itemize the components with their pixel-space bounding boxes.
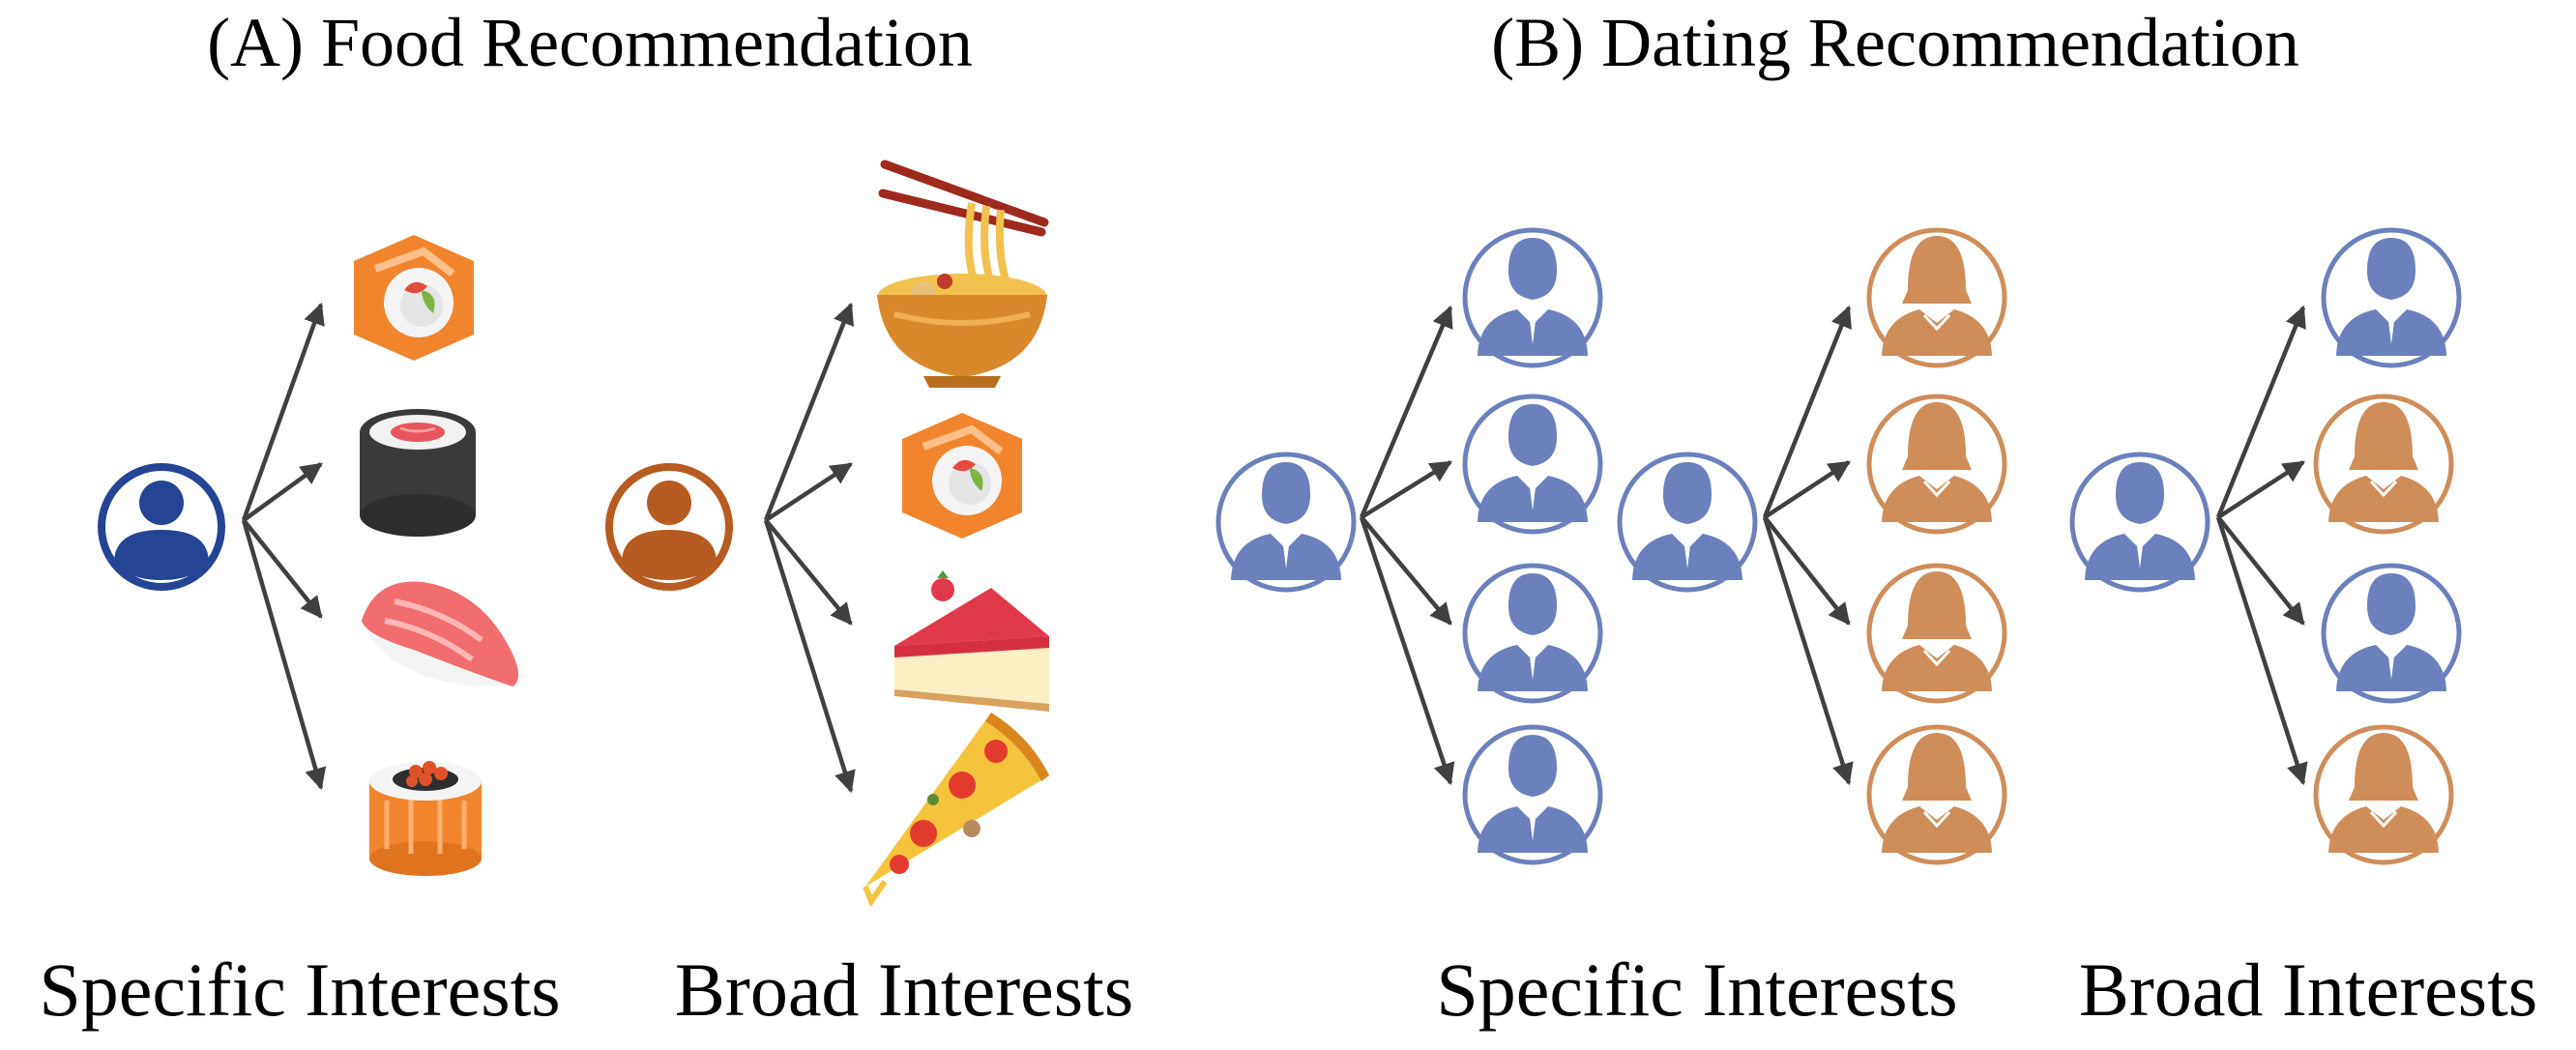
male-user-icon-blue [1462, 227, 1603, 368]
panel-a-caption-broad: Broad Interests [675, 948, 1133, 1032]
female-user-icon-orange [1866, 394, 2007, 535]
male-user-icon-blue [2321, 227, 2462, 368]
noodle-bowl-icon [877, 160, 1049, 388]
male-user-icon-blue [2321, 563, 2462, 704]
male-user-icon-blue [1462, 394, 1603, 535]
roe-roll-icon [369, 761, 482, 876]
female-user-icon-orange [1866, 227, 2007, 368]
pizza-icon [863, 713, 1049, 908]
panel-a-title: (A) Food Recommendation [207, 4, 973, 81]
arrows-broad-dating-mixed [2215, 305, 2308, 786]
male-user-icon-blue [1462, 724, 1603, 865]
arrows-broad-food [763, 302, 856, 794]
salmon-roll-icon [902, 413, 1022, 539]
panel-b-caption-specific: Specific Interests [1436, 948, 1957, 1032]
arrows-specific-food [241, 302, 327, 791]
panel-b-caption-broad: Broad Interests [2079, 948, 2537, 1032]
user-icon-orange [605, 463, 733, 591]
female-user-icon-orange [2313, 394, 2454, 535]
male-user-icon-blue [2069, 452, 2210, 593]
salmon-nigiri-icon [362, 581, 526, 686]
arrows-specific-dating [1359, 305, 1455, 786]
female-user-icon-orange [2313, 724, 2454, 865]
panel-b-title: (B) Dating Recommendation [1491, 4, 2299, 81]
cheesecake-icon [894, 570, 1049, 712]
arrows-broad-dating-female [1762, 305, 1854, 786]
female-user-icon-orange [1866, 563, 2007, 704]
user-icon-blue [98, 463, 225, 591]
male-user-icon-blue [1462, 563, 1603, 704]
panel-a-caption-specific: Specific Interests [39, 948, 560, 1032]
female-user-icon-orange [1866, 724, 2007, 865]
male-user-icon-blue [1215, 452, 1357, 593]
male-user-icon-blue [1617, 452, 1758, 593]
salmon-roll-icon [354, 235, 474, 361]
tuna-roll-icon [360, 409, 476, 537]
